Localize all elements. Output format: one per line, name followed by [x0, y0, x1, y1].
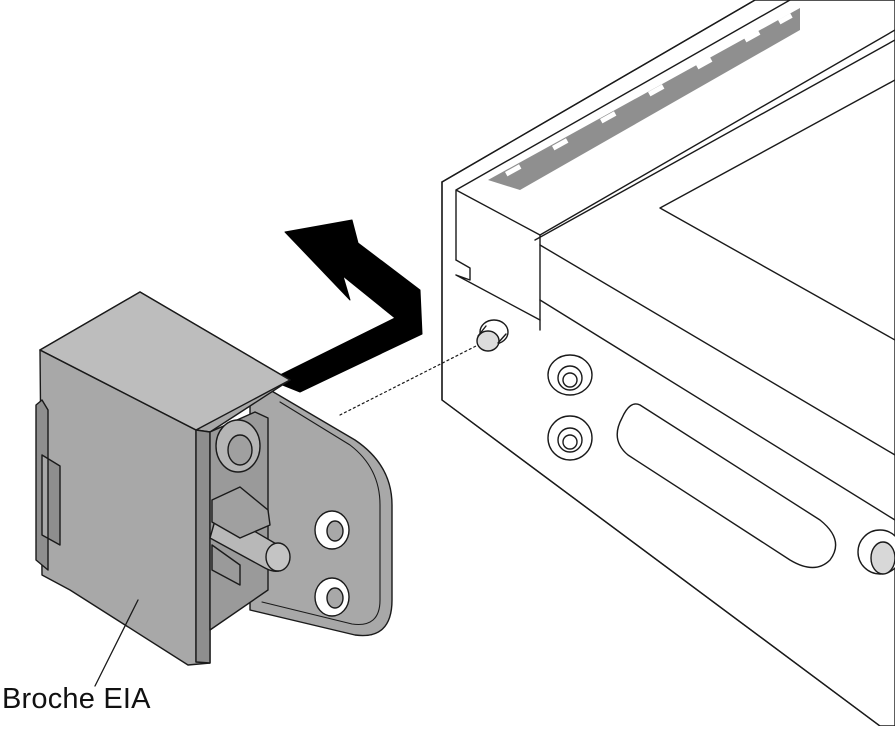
chassis-top-panel — [659, 79, 895, 341]
callout-leader-line — [94, 599, 139, 687]
bracket-clip — [35, 399, 61, 571]
eia-pin — [209, 486, 291, 586]
eia-bracket — [35, 291, 393, 666]
direction-arrow — [269, 219, 423, 393]
bracket-mount-plate — [249, 389, 393, 637]
chassis-stripe-dashes — [505, 13, 793, 177]
server-chassis — [441, 0, 895, 726]
chassis-top-rim — [441, 0, 895, 301]
chassis-flange — [441, 181, 895, 726]
chassis-side-lines — [539, 244, 895, 456]
alignment-guide-line — [339, 344, 479, 416]
chassis-stripe — [488, 8, 800, 190]
chassis-mount-pin — [476, 319, 509, 352]
chassis-slot — [616, 403, 837, 569]
chassis-screw-bosses — [547, 354, 895, 575]
callout-label-eia-pin: Broche EIA — [2, 683, 151, 715]
bracket-holes — [314, 510, 350, 617]
bracket-cover-side — [195, 429, 211, 664]
chassis-front-panel — [441, 0, 895, 726]
